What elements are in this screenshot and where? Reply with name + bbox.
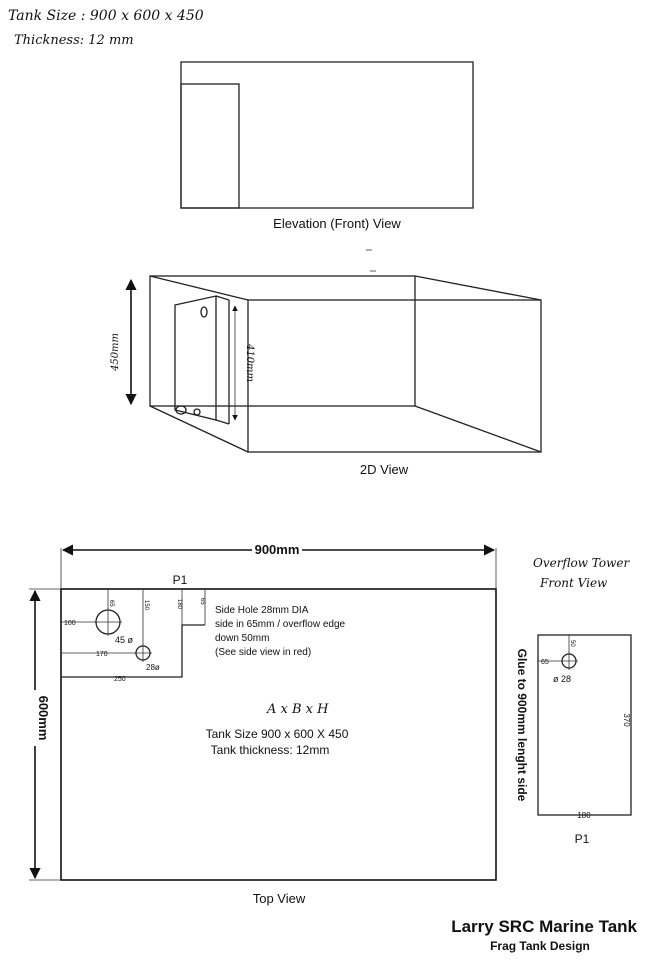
iso-caption: 2D View	[360, 462, 409, 477]
depth-label-bg	[27, 690, 43, 746]
dim-250-label: 250	[114, 676, 126, 683]
dim-170-label: 170	[96, 651, 108, 658]
iso-hole	[175, 405, 187, 415]
overflow-dim-370: 370	[622, 713, 631, 727]
iso-tower-edge	[215, 419, 230, 425]
p1-label: P1	[173, 573, 188, 587]
iso-edge	[149, 405, 249, 453]
hole-45-label: 45 ø	[115, 635, 134, 645]
iso-edge	[414, 275, 542, 301]
overflow-box-outline	[61, 624, 205, 678]
dim-65-label: 65	[108, 600, 114, 607]
overflow-dim-65: 65	[541, 659, 549, 666]
top-view-caption: Top View	[253, 891, 306, 906]
top-view: 900mm 600mm P1 65 150 180 65 100 170 250…	[27, 541, 497, 906]
glue-note: Glue to 900mm lenght side	[515, 649, 529, 802]
width-label-bg	[252, 541, 302, 557]
overflow-title-line1: Overflow Tower	[533, 556, 630, 570]
iso-tower-edge	[215, 295, 230, 301]
iso-edge	[149, 275, 249, 301]
elevation-overflow-box	[180, 83, 240, 209]
overflow-dim-180: 180	[577, 811, 591, 820]
overflow-p1-label: P1	[575, 832, 590, 846]
thickness-note: Thickness: 12 mm	[14, 33, 134, 48]
side-hole-note-3: down 50mm	[215, 633, 269, 644]
overflow-hole-label: ø 28	[553, 674, 571, 684]
depth-label: 600mm	[36, 696, 51, 741]
tank-thickness-label: Tank thickness: 12mm	[211, 743, 330, 757]
side-hole-note-4: (See side view in red)	[215, 647, 311, 658]
overflow-tower-view: Overflow Tower Front View 65 50 ø 28 370…	[533, 556, 632, 846]
dim-65-right-label: 65	[199, 598, 205, 605]
tank-size-label: Tank Size 900 x 600 X 450	[206, 727, 349, 741]
elevation-caption: Elevation (Front) View	[273, 216, 401, 231]
tank-size-note: Tank Size : 900 x 600 x 450	[8, 8, 204, 24]
footer-subtitle: Frag Tank Design	[490, 939, 590, 953]
dim-100-label: 100	[64, 620, 76, 627]
elevation-view: Elevation (Front) View	[180, 61, 474, 231]
side-hole-note-1: Side Hole 28mm DIA	[215, 605, 309, 616]
iso-hole	[193, 408, 201, 416]
iso-front-face	[247, 299, 542, 453]
isometric-view: 450mm 410mm 2D View	[110, 275, 542, 477]
iso-back-face	[149, 275, 416, 407]
width-label: 900mm	[255, 542, 300, 557]
overflow-tower-outline	[537, 634, 632, 816]
dim-180-label: 180	[176, 599, 182, 610]
iso-overflow-tower	[174, 295, 217, 421]
iso-tower-height-label: 410mm	[244, 343, 255, 382]
dim-150-label: 150	[143, 600, 149, 611]
formula-note: A x B x H	[266, 702, 329, 717]
iso-height-label: 450mm	[110, 333, 121, 372]
iso-hole	[200, 306, 208, 318]
footer-title: Larry SRC Marine Tank	[451, 917, 637, 936]
overflow-title-line2: Front View	[539, 576, 608, 590]
iso-edge	[414, 405, 542, 453]
top-view-tank-outline	[60, 588, 497, 881]
side-hole-note-2: side in 65mm / overflow edge	[215, 619, 346, 630]
hole-28-label: 28ø	[146, 663, 160, 672]
overflow-dim-50: 50	[569, 640, 575, 647]
